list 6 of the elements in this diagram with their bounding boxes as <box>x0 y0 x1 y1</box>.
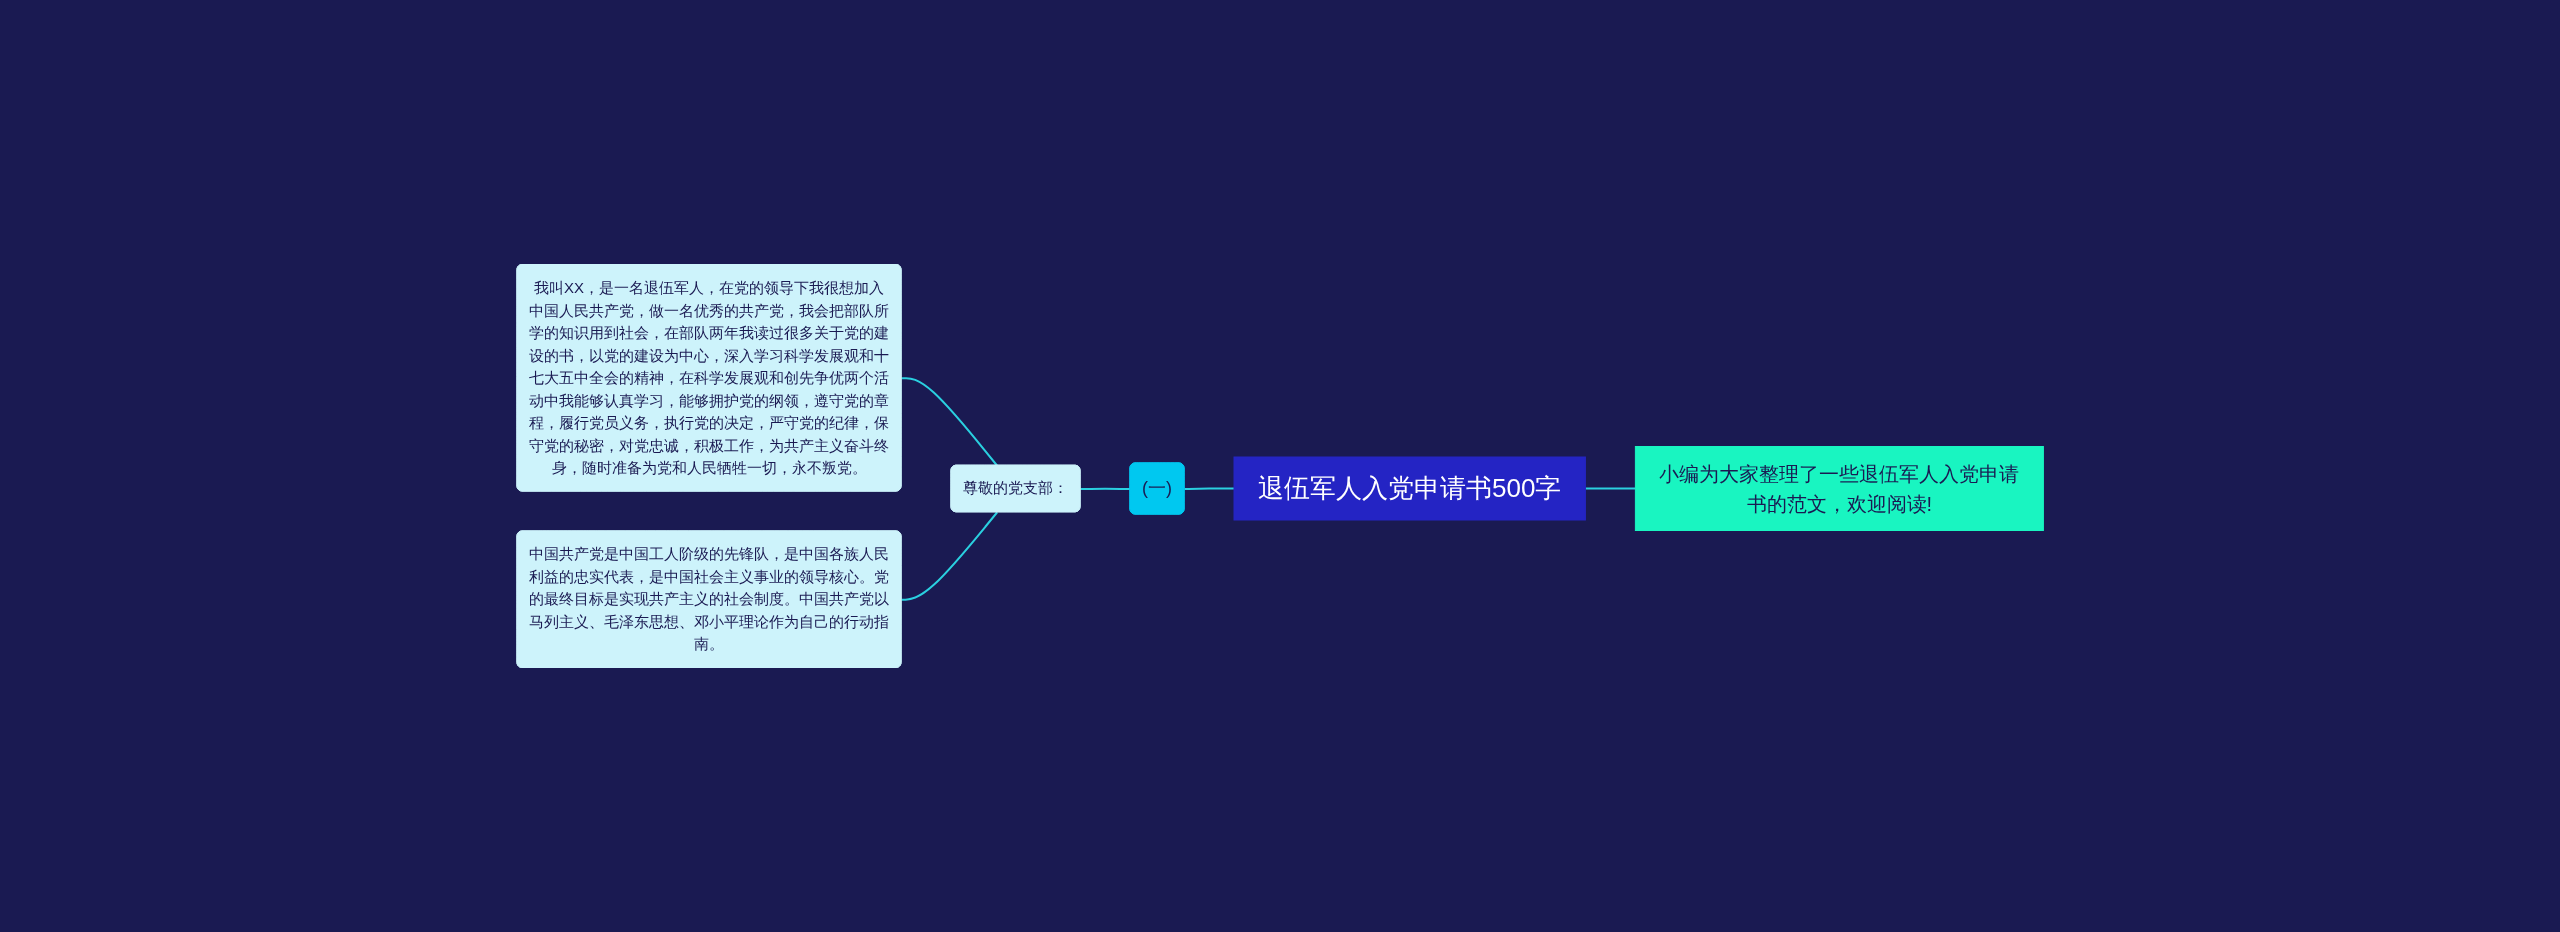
node-box: 小编为大家整理了一些退伍军人入党申请书的范文，欢迎阅读! <box>1634 446 2044 531</box>
node-box: 退伍军人入党申请书500字 <box>1233 456 1586 521</box>
connector <box>900 511 998 601</box>
connector <box>1584 487 1637 490</box>
connector <box>900 377 998 467</box>
connector <box>1183 487 1235 490</box>
